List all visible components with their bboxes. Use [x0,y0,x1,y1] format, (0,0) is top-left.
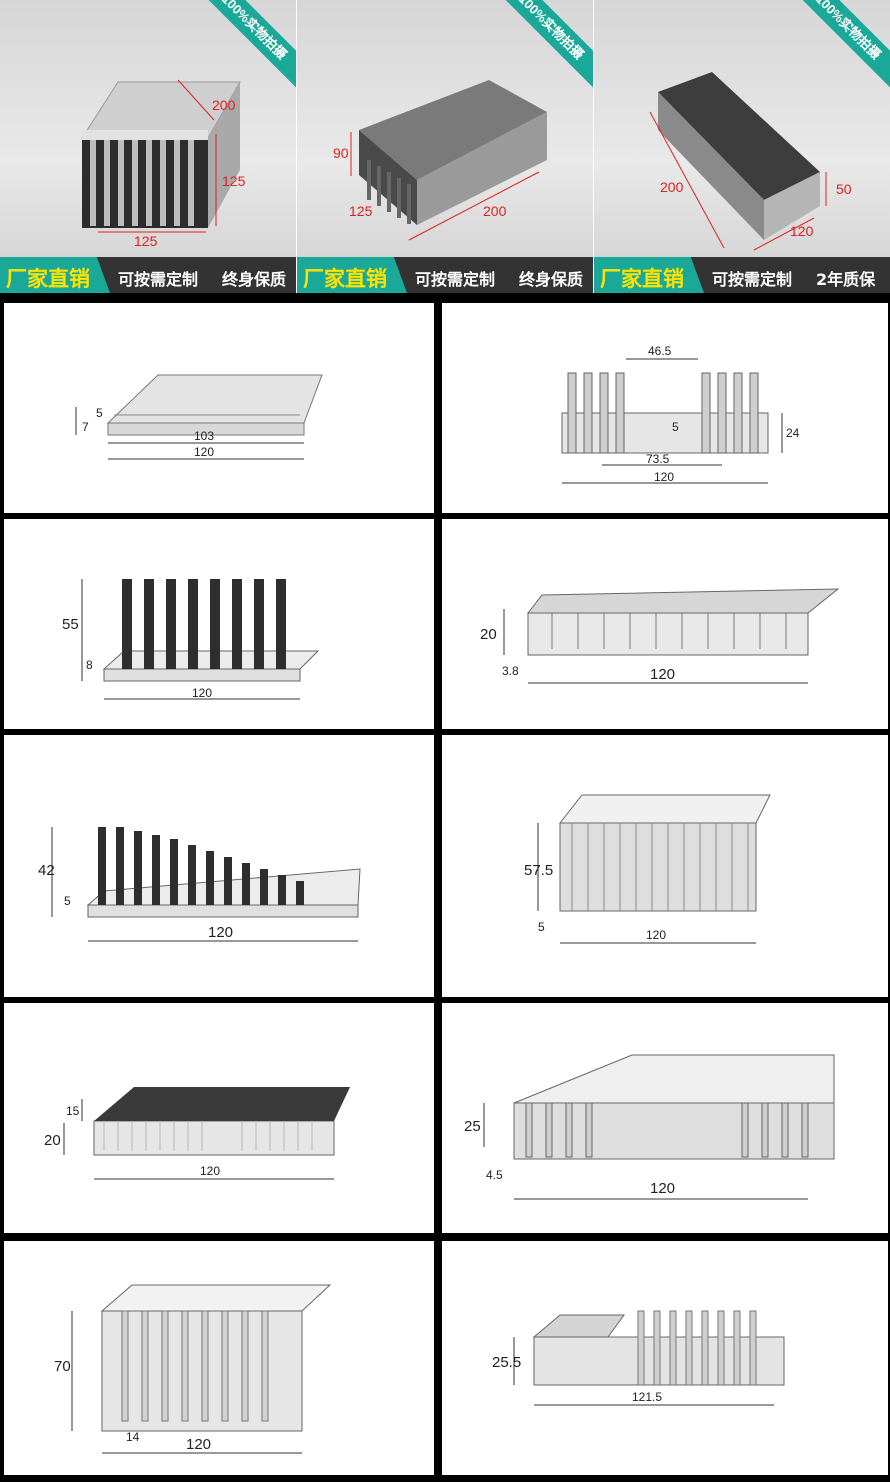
product-photo-banner: 200 125 125 100%实物拍摄 厂家直销 可按需定制 终身保质 90 … [0,0,890,293]
dim-label: 200 [483,203,507,219]
dim-label: 5 [672,420,679,434]
slogan-text: 厂家直销 [6,267,90,291]
dim-label: 5 [538,920,545,934]
dim-label: 120 [208,924,233,941]
custom-tag: 可按需定制 [118,270,199,289]
product-photo-3: 200 50 120 100%实物拍摄 厂家直销 可按需定制 2年质保 [594,0,890,293]
dim-label: 15 [66,1104,80,1118]
dim-label: 120 [646,928,666,942]
dim-label: 103 [194,429,214,443]
dim-label: 50 [836,181,852,197]
dim-label: 25 [464,1118,481,1135]
dim-label: 120 [194,445,214,459]
custom-tag: 可按需定制 [712,270,793,289]
profile-drawings-grid: 5 7 103 120 46.5 5 24 73.5 120 [0,293,890,1482]
product-photo-2: 90 125 200 100%实物拍摄 厂家直销 可按需定制 终身保质 [297,0,593,293]
slogan-text: 厂家直销 [600,267,684,291]
dim-label: 3.8 [502,664,519,678]
dim-label: 55 [62,616,79,633]
warranty-tag: 终身保质 [222,270,287,289]
profile-drawing-9: 70 14 120 [4,1241,434,1475]
dim-label: 8 [86,658,93,672]
dim-label: 90 [333,145,349,161]
slogan-bg [0,257,110,293]
profile-drawing-10: 25.5 121.5 [442,1241,888,1475]
product-photo-1: 200 125 125 100%实物拍摄 厂家直销 可按需定制 终身保质 [0,0,296,293]
heatsink-photo-2: 90 125 200 [333,80,547,241]
profile-drawing-1: 5 7 103 120 [4,303,434,513]
slogan-bar: 厂家直销 可按需定制 2年质保 [594,257,890,293]
warranty-tag: 2年质保 [816,270,876,289]
slogan-bg [297,257,407,293]
custom-tag: 可按需定制 [415,270,496,289]
slogan-text: 厂家直销 [303,267,387,291]
dim-label: 120 [192,686,212,700]
slogan-bg [594,257,704,293]
dim-label: 5 [64,894,71,908]
dim-label: 4.5 [486,1168,503,1182]
dim-label: 73.5 [646,452,670,466]
dim-label: 7 [82,420,89,434]
dim-label: 121.5 [632,1390,662,1404]
dim-label: 70 [54,1358,71,1375]
profile-drawing-6: 57.5 5 120 [442,735,888,997]
profile-drawing-2: 46.5 5 24 73.5 120 [442,303,888,513]
dim-label: 120 [200,1164,220,1178]
dim-label: 120 [186,1436,211,1453]
dim-label: 46.5 [648,344,672,358]
slogan-bar: 厂家直销 可按需定制 终身保质 [0,257,296,293]
dim-label: 42 [38,862,55,879]
heatsink-photo-3: 200 50 120 [649,72,852,251]
dim-label: 200 [212,97,236,113]
dim-label: 125 [222,173,246,189]
dim-label: 5 [96,406,103,420]
dim-label: 120 [650,666,675,683]
dim-label: 200 [660,179,684,195]
dim-label: 125 [349,203,373,219]
profile-drawing-3: 55 8 120 [4,519,434,729]
dim-label: 20 [44,1132,61,1149]
dim-label: 125 [134,233,158,249]
dim-label: 20 [480,626,497,643]
dim-label: 25.5 [492,1354,521,1371]
dim-label: 24 [786,426,800,440]
profile-drawing-7: 15 20 120 [4,1003,434,1233]
dim-label: 14 [126,1430,140,1444]
profile-drawing-4: 20 3.8 120 [442,519,888,729]
heatsink-photo-1: 200 125 125 [81,79,246,249]
dim-label: 57.5 [524,862,553,879]
dim-label: 120 [790,223,814,239]
profile-drawing-8: 25 4.5 120 [442,1003,888,1233]
slogan-bar: 厂家直销 可按需定制 终身保质 [297,257,593,293]
dim-label: 120 [650,1180,675,1197]
warranty-tag: 终身保质 [519,270,584,289]
dim-label: 120 [654,470,674,484]
profile-drawing-5: 42 5 120 [4,735,434,997]
